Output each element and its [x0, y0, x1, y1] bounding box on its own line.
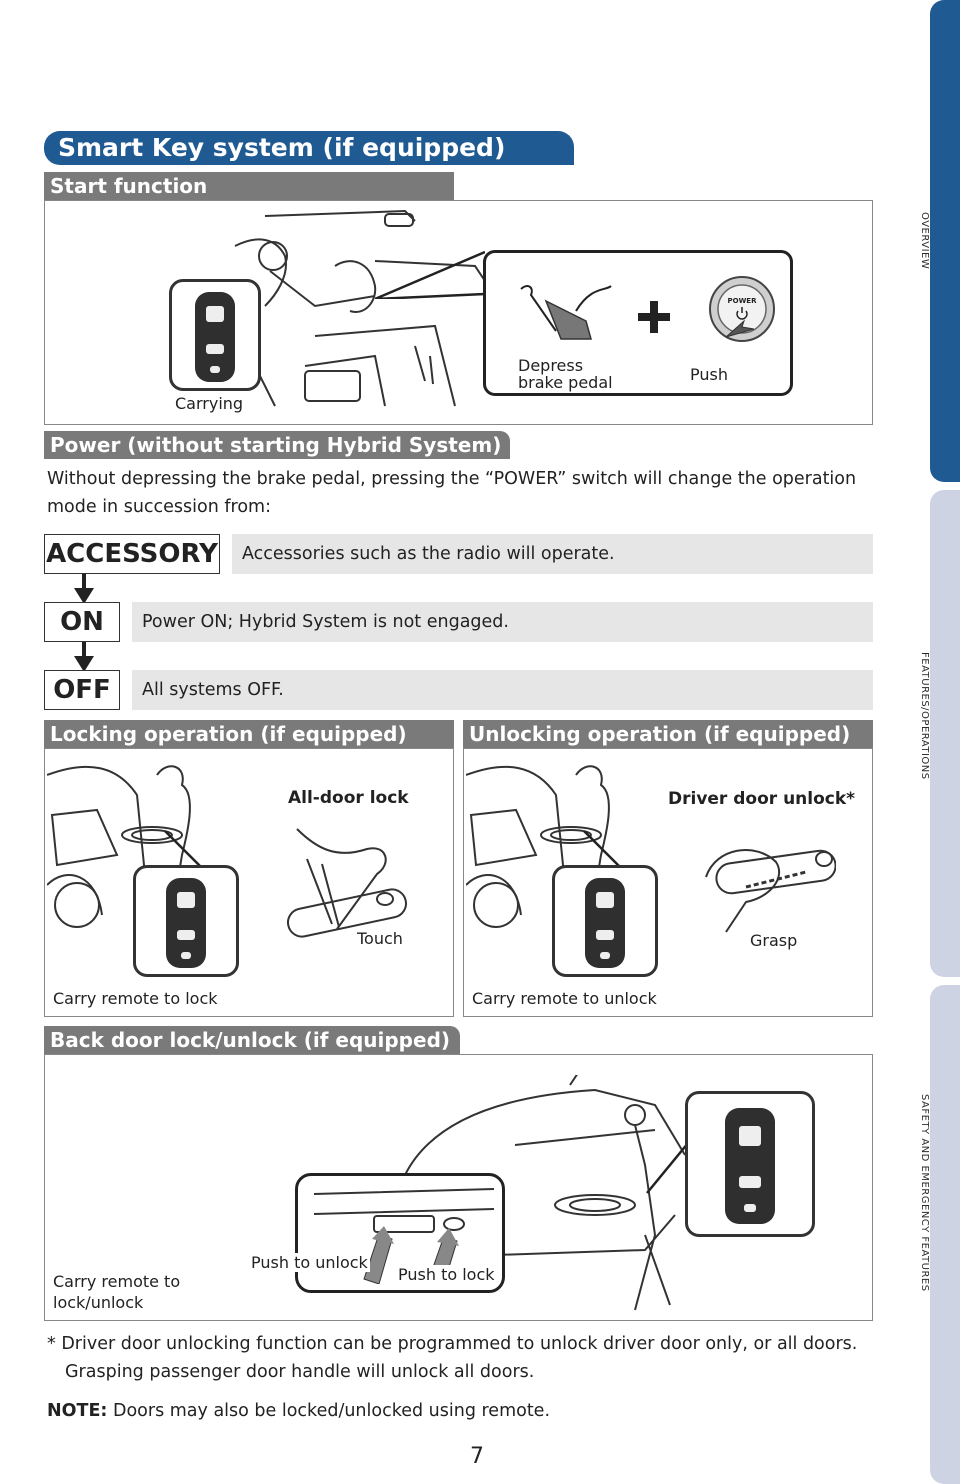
footnote: * Driver door unlocking function can be …	[47, 1334, 858, 1382]
touch-label: Touch	[357, 929, 403, 948]
car-door-illustration	[47, 765, 191, 928]
side-tab-label-overview: OVERVIEW	[919, 212, 930, 270]
start-function-header: Start function	[44, 172, 454, 200]
brake-pedal-icon	[520, 285, 612, 340]
depress-brake-label: Depress brake pedal	[518, 356, 613, 392]
remote-key-fob	[133, 865, 239, 977]
push-to-unlock-label: Push to unlock	[249, 1253, 370, 1272]
svg-text:POWER: POWER	[728, 297, 758, 305]
locking-header: Locking operation (if equipped)	[44, 720, 454, 748]
page-title: Smart Key system (if equipped)	[44, 131, 574, 165]
carry-to-unlock-label: Carry remote to unlock	[472, 989, 657, 1008]
unlocking-panel: Driver door unlock* Grasp Carry remote t…	[463, 748, 873, 1017]
start-function-panel: Carrying POWER Depress brake pedal Push	[44, 200, 873, 425]
side-tab-label-safety: SAFETY AND EMERGENCY FEATURES	[919, 1094, 930, 1292]
remote-key-fob	[552, 865, 658, 977]
carrying-label: Carrying	[175, 394, 244, 413]
side-tab-safety[interactable]	[930, 985, 960, 1484]
key-fob-icon	[195, 292, 235, 382]
driver-door-unlock-caption: Driver door unlock*	[668, 789, 856, 809]
down-arrow-icon	[74, 642, 94, 672]
push-label: Push	[690, 365, 728, 384]
remote-key-fob	[169, 279, 261, 391]
start-callout-box: POWER Depress brake pedal Push	[483, 250, 793, 396]
mode-accessory: ACCESSORY	[44, 534, 220, 574]
mode-off: OFF	[44, 670, 120, 710]
callout-lines	[375, 250, 485, 299]
hand-grasp-handle-icon	[705, 849, 836, 933]
carry-to-lock-unlock-label: Carry remote to lock/unlock	[53, 1272, 181, 1312]
carry-to-lock-label: Carry remote to lock	[53, 989, 218, 1008]
back-door-panel: Push to unlock Push to lock Carry remote…	[44, 1054, 873, 1321]
key-fob-icon	[585, 878, 625, 968]
grasp-label: Grasp	[750, 931, 798, 950]
power-button-icon: POWER	[709, 276, 775, 342]
key-fob-icon	[725, 1108, 775, 1224]
mode-on-desc: Power ON; Hybrid System is not engaged.	[132, 602, 873, 642]
side-tab-label-features: FEATURES/OPERATIONS	[919, 652, 930, 780]
all-door-lock-caption: All-door lock	[288, 788, 409, 808]
page-number: 7	[470, 1444, 484, 1469]
note-text: Doors may also be locked/unlocked using …	[113, 1401, 551, 1421]
note-label: NOTE:	[47, 1401, 108, 1421]
mode-accessory-desc: Accessories such as the radio will opera…	[232, 534, 873, 574]
back-door-header: Back door lock/unlock (if equipped)	[44, 1026, 460, 1054]
key-fob-icon	[166, 878, 206, 968]
remote-key-fob	[685, 1091, 815, 1237]
back-door-switch-icon	[313, 1188, 495, 1284]
down-arrow-icon	[74, 574, 94, 604]
unlocking-header: Unlocking operation (if equipped)	[463, 720, 873, 748]
power-section-header: Power (without starting Hybrid System)	[44, 431, 510, 459]
push-to-lock-label: Push to lock	[396, 1265, 497, 1284]
power-intro-text: Without depressing the brake pedal, pres…	[47, 469, 857, 517]
plus-icon	[638, 301, 670, 333]
note: NOTE: Doors may also be locked/unlocked …	[47, 1397, 873, 1425]
locking-panel: All-door lock Touch Carry remote to lock	[44, 748, 454, 1017]
side-tab-features[interactable]	[930, 490, 960, 977]
mode-off-desc: All systems OFF.	[132, 670, 873, 710]
hand-touch-handle-icon	[287, 828, 407, 938]
car-door-illustration	[466, 765, 610, 928]
mode-on: ON	[44, 602, 120, 642]
side-tab-overview[interactable]	[930, 0, 960, 482]
